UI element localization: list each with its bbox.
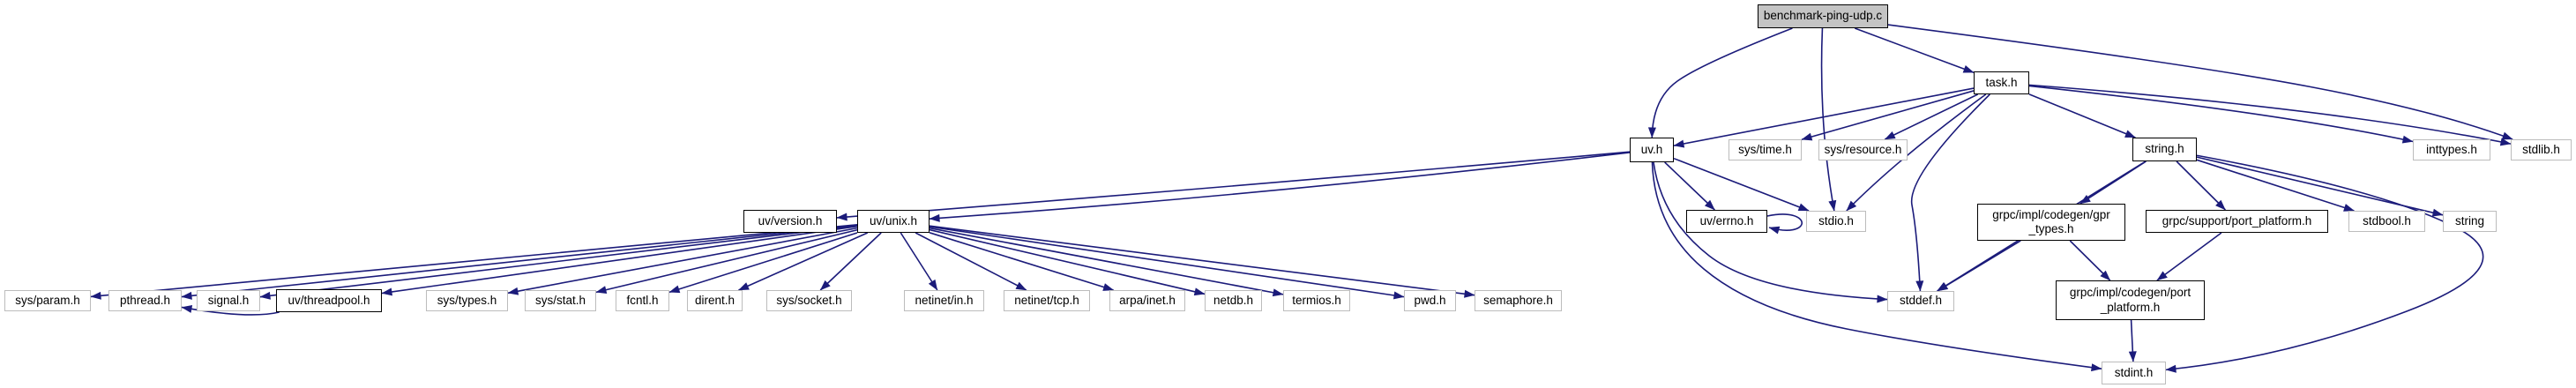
- edge-gprtypes-stddef: [1937, 240, 2021, 292]
- node-stdlib: stdlib.h: [2511, 139, 2572, 160]
- edge-task-stddef: [1910, 93, 1990, 292]
- edge-task-stringh: [2028, 93, 2136, 138]
- node-uvversion[interactable]: uv/version.h: [743, 210, 837, 233]
- edge-uvunix-threadpool: [381, 225, 858, 296]
- node-uv[interactable]: uv.h: [1630, 138, 1674, 162]
- edge-uv-uvversion: [836, 151, 1631, 221]
- edge-uvunix-netinettcp: [915, 232, 1027, 291]
- edge-stringh-supportport: [2176, 160, 2226, 211]
- node-syssocket: sys/socket.h: [766, 290, 852, 311]
- edge-uvunix-dirent: [738, 232, 869, 291]
- edge-root-uv: [1647, 27, 1793, 138]
- edge-uvunix-arpainet: [929, 232, 1115, 291]
- edge-root-stdlib: [1887, 24, 2513, 140]
- edge-root-task: [1854, 27, 1975, 74]
- node-netinettcp: netinet/tcp.h: [1004, 290, 1090, 311]
- node-supportport[interactable]: grpc/support/port_platform.h: [2146, 210, 2328, 233]
- node-stdio: stdio.h: [1806, 211, 1866, 232]
- edge-uvunix-sysparam: [90, 224, 858, 300]
- node-threadpool[interactable]: uv/threadpool.h: [276, 289, 382, 312]
- node-inttypes: inttypes.h: [2413, 139, 2490, 160]
- node-sysstat: sys/stat.h: [525, 290, 596, 311]
- node-dirent: dirent.h: [687, 290, 743, 311]
- node-stringh[interactable]: string.h: [2132, 138, 2197, 161]
- node-arpainet: arpa/inet.h: [1109, 290, 1185, 311]
- edge-task-uv: [1673, 87, 1975, 148]
- edge-uvunix-pthread: [181, 224, 858, 300]
- node-root[interactable]: benchmark-ping-udp.c: [1758, 4, 1888, 28]
- edge-uvunix-netdb: [929, 228, 1206, 296]
- edge-uvunix-systypes: [507, 227, 858, 295]
- node-netinetin: netinet/in.h: [904, 290, 984, 311]
- edge-uvunix-signal: [259, 225, 858, 300]
- edge-supportport-implport: [2156, 232, 2222, 281]
- node-pthread: pthread.h: [108, 290, 182, 311]
- node-fcntl: fcntl.h: [616, 290, 669, 311]
- edge-uverrno-uverrno: [1766, 213, 1803, 235]
- node-implport[interactable]: grpc/impl/codegen/port _platform.h: [2056, 280, 2205, 320]
- edge-threadpool-pthread: [181, 305, 280, 316]
- node-string: string: [2443, 211, 2497, 232]
- edge-stringh-stdint: [2165, 154, 2484, 373]
- node-stdint: stdint.h: [2102, 362, 2166, 384]
- node-stdbool: stdbool.h: [2348, 211, 2425, 232]
- node-systypes: sys/types.h: [426, 290, 508, 311]
- node-semaphore: semaphore.h: [1475, 290, 1562, 311]
- node-pwd: pwd.h: [1404, 290, 1456, 311]
- node-stddef: stddef.h: [1887, 291, 1954, 311]
- edge-uv-stdint: [1651, 161, 2102, 372]
- node-netdb: netdb.h: [1205, 290, 1262, 311]
- edge-task-inttypes: [2028, 85, 2414, 144]
- edge-uvunix-termios: [929, 227, 1284, 297]
- edge-task-stdlib: [2028, 84, 2512, 146]
- edge-stringh-stdbool: [2196, 159, 2355, 212]
- edge-uv-uvunix: [929, 152, 1631, 222]
- edge-uvunix-syssocket: [819, 232, 882, 291]
- node-sysresource: sys/resource.h: [1818, 139, 1908, 160]
- edge-uvunix-fcntl: [668, 232, 858, 294]
- node-task[interactable]: task.h: [1974, 71, 2029, 94]
- edge-uv-stddef: [1653, 161, 1888, 303]
- node-termios: termios.h: [1283, 290, 1350, 311]
- edge-task-systime: [1801, 90, 1975, 141]
- edge-uvunix-semaphore: [929, 225, 1475, 298]
- node-signal: signal.h: [197, 290, 260, 311]
- node-systime: sys/time.h: [1729, 139, 1802, 160]
- edge-gprtypes-implport: [2069, 240, 2111, 281]
- node-uverrno[interactable]: uv/errno.h: [1686, 210, 1767, 233]
- edge-uvunix-netinetin: [900, 232, 938, 291]
- edge-uvunix-pwd: [929, 226, 1405, 300]
- edge-implport-stdint: [2128, 319, 2137, 362]
- edge-task-sysresource: [1884, 93, 1978, 140]
- edge-root-stdio: [1820, 27, 1837, 212]
- node-gprtypes[interactable]: grpc/impl/codegen/gpr _types.h: [1977, 204, 2125, 241]
- edge-uvunix-sysstat: [595, 228, 858, 295]
- edge-uv-uverrno: [1664, 161, 1715, 211]
- node-uvunix[interactable]: uv/unix.h: [857, 210, 930, 233]
- node-sysparam: sys/param.h: [4, 290, 91, 311]
- edge-uv-stdio: [1673, 157, 1810, 212]
